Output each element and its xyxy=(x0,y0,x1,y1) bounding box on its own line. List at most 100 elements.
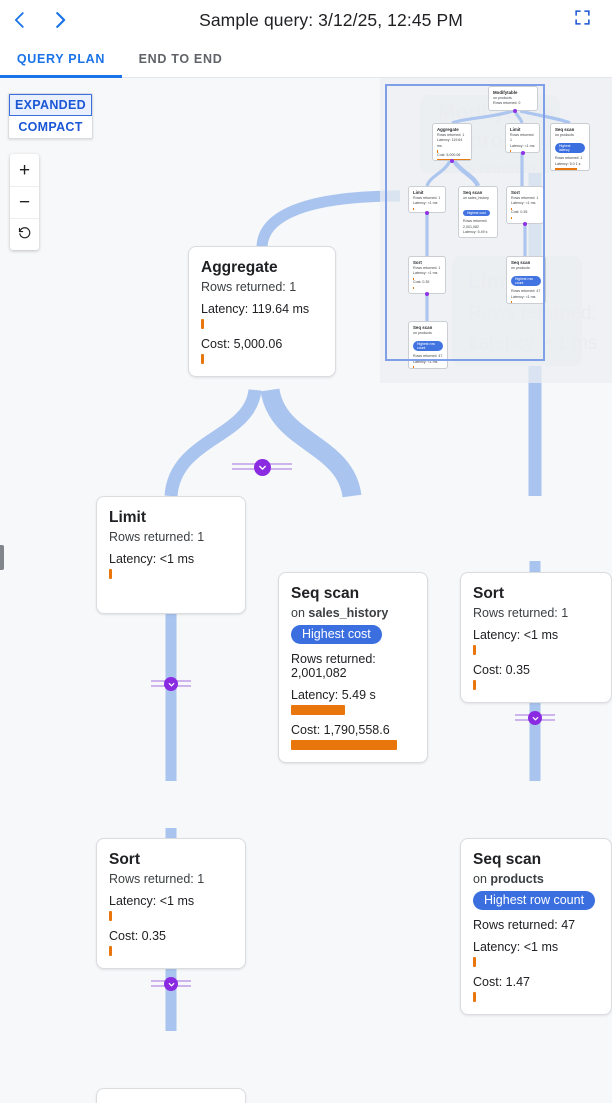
minimap-node-rows: Rows returned: 47 xyxy=(413,354,443,359)
on-label: on xyxy=(473,872,487,887)
chevron-down-icon xyxy=(164,977,178,991)
node-seqscan-products-right[interactable]: Seq scan on products Highest row count R… xyxy=(460,838,612,1016)
cost-bar xyxy=(109,946,112,957)
minimap-node-cost: Cost: 0.35 xyxy=(413,280,430,285)
node-latency: Latency: <1 ms xyxy=(109,552,195,567)
zoom-in-button[interactable]: + xyxy=(18,159,31,181)
plan-canvas[interactable]: Modifytable on products Rows returned: L… xyxy=(0,78,612,1103)
collapse-toggle-sort-right[interactable] xyxy=(515,708,555,728)
node-sort-left[interactable]: Sort Rows returned: 1 Latency: <1 ms Cos… xyxy=(96,838,246,970)
minimap-latency-bar xyxy=(511,207,513,211)
minimap-node-latency: Latency: 5.49 s xyxy=(463,230,488,235)
minimap-node-title: Sort xyxy=(511,190,520,195)
chevron-left-icon xyxy=(9,9,31,31)
minimap-node-rows: Rows returned: 1 xyxy=(413,265,441,270)
node-cost: Cost: 1.47 xyxy=(473,975,530,990)
node-title: Sort xyxy=(109,851,140,868)
minimap-node-badge: Highest cost xyxy=(463,210,490,217)
minimap-node-latency: Latency: <1 ms xyxy=(413,201,438,206)
node-title: Aggregate xyxy=(201,259,278,276)
latency-bar xyxy=(473,957,476,968)
zoom-out-button[interactable]: − xyxy=(10,186,39,218)
node-title: Seq scan xyxy=(109,1100,233,1103)
mode-expanded-button[interactable]: EXPANDED xyxy=(9,94,92,116)
minimap-node-table: on sales_history xyxy=(463,195,489,200)
chevron-right-icon xyxy=(49,9,71,31)
node-rows: Rows returned: 1 xyxy=(109,872,205,887)
minimap-node-latency: Latency: <1 ms xyxy=(511,201,536,206)
cost-bar xyxy=(291,740,397,751)
minimap-node-table: on products xyxy=(413,330,432,335)
collapse-toggle-sort-left[interactable] xyxy=(151,974,191,994)
minimap-latency-bar xyxy=(413,277,415,281)
minimap-node-badge: Highest latency xyxy=(555,143,585,154)
back-button[interactable] xyxy=(0,0,40,40)
page-title: Sample query: 3/12/25, 12:45 PM xyxy=(199,9,463,30)
node-cost: Cost: 0.35 xyxy=(473,663,530,678)
reset-view-button[interactable] xyxy=(10,218,39,250)
chevron-down-icon xyxy=(253,458,271,476)
minimap-cost-bar xyxy=(511,216,513,220)
minimap-node-title: Seq scan xyxy=(463,190,483,195)
node-cost: Cost: 0.35 xyxy=(109,929,166,944)
cost-bar xyxy=(201,354,204,365)
minimap-collapse-dot xyxy=(425,211,429,215)
status-badge-highest-cost[interactable]: Highest cost xyxy=(291,625,382,645)
minimap-node-title: Seq scan xyxy=(555,127,575,132)
table-name: sales_history xyxy=(308,606,389,621)
minimap-node-badge: Highest row count xyxy=(413,341,443,352)
node-title: Sort xyxy=(473,585,504,602)
minimap-node-latency: Latency: <1 ms xyxy=(413,271,438,276)
zoom-controls: + − xyxy=(10,154,39,250)
minimap-node-cost: Cost: 0.35 xyxy=(511,210,528,215)
panel-resize-handle[interactable] xyxy=(0,545,4,570)
node-table: on products xyxy=(473,872,599,886)
minimap-node-title: Seq scan xyxy=(413,325,433,330)
node-limit[interactable]: Limit Rows returned: 1 Latency: <1 ms xyxy=(96,496,246,615)
node-aggregate[interactable]: Aggregate Rows returned: 1 Latency: 119.… xyxy=(188,246,336,378)
collapse-toggle-aggregate[interactable] xyxy=(232,457,292,477)
chevron-down-icon xyxy=(528,711,542,725)
tab-query-plan[interactable]: QUERY PLAN xyxy=(0,40,122,78)
on-label: on xyxy=(291,606,305,621)
minimap-node-rows: Rows returned: 2,001,082 xyxy=(463,219,488,229)
latency-bar xyxy=(109,911,112,922)
node-seqscan-products-bottom[interactable]: Seq scan on products Highest row count R… xyxy=(96,1088,246,1103)
minimap-node-rows: Rows returned: 1 xyxy=(555,156,583,161)
node-sort-right[interactable]: Sort Rows returned: 1 Latency: <1 ms Cos… xyxy=(460,572,612,704)
status-badge-highest-row-count[interactable]: Highest row count xyxy=(473,891,596,911)
minimap-cost-bar xyxy=(413,286,415,290)
cost-bar xyxy=(473,992,476,1003)
tab-bar: QUERY PLAN END TO END xyxy=(0,40,612,78)
minimap-latency-bar xyxy=(555,168,577,170)
minimap-viewport[interactable] xyxy=(385,84,545,361)
tab-end-to-end[interactable]: END TO END xyxy=(138,52,223,66)
node-title: Seq scan xyxy=(291,585,360,602)
node-latency: Latency: <1 ms xyxy=(473,628,559,643)
latency-bar xyxy=(201,319,204,330)
minimap-latency-bar xyxy=(463,236,485,237)
node-title: Seq scan xyxy=(473,851,542,868)
minimap-node-latency: Latency: 5.0 1 s xyxy=(555,161,581,166)
node-title: Limit xyxy=(109,509,147,526)
node-rows: Rows returned: 47 xyxy=(473,918,576,933)
latency-bar xyxy=(109,569,112,580)
app-header: Sample query: 3/12/25, 12:45 PM xyxy=(0,0,612,40)
node-rows: Rows returned: 1 xyxy=(473,606,569,621)
node-seqscan-sales-history[interactable]: Seq scan on sales_history Highest cost R… xyxy=(278,572,428,764)
minimap-node-title: Sort xyxy=(413,260,422,265)
minimap-node-latency: Latency: <1 ms xyxy=(413,359,438,364)
node-latency: Latency: 119.64 ms xyxy=(201,302,310,317)
cost-bar xyxy=(473,680,476,691)
fullscreen-button[interactable] xyxy=(562,0,602,40)
mode-compact-button[interactable]: COMPACT xyxy=(18,120,83,134)
collapse-toggle-limit[interactable] xyxy=(151,674,191,694)
latency-bar xyxy=(291,705,345,716)
minimap-node-title: Limit xyxy=(413,190,424,195)
table-name: products xyxy=(490,872,544,887)
forward-button[interactable] xyxy=(40,0,80,40)
